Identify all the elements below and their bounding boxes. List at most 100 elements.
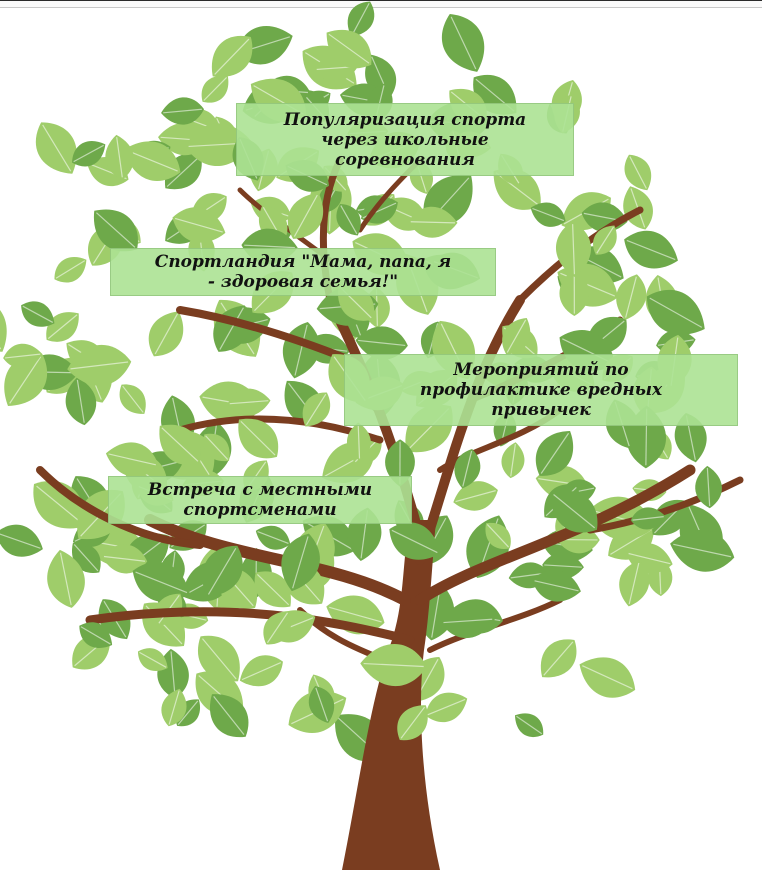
leaf-vein: [329, 606, 382, 623]
leaf-vein: [315, 687, 329, 722]
leaf-vein: [116, 137, 123, 178]
leaf-vein: [506, 319, 527, 353]
leaf-vein: [73, 544, 99, 572]
leaf-vein: [328, 33, 370, 64]
leaf-vein: [219, 307, 244, 350]
leaf: [0, 524, 43, 557]
leaf-vein: [632, 515, 664, 521]
leaf-vein: [305, 393, 327, 426]
label-sportlandia: Спортландия "Мама, папа, я - здоровая се…: [110, 248, 496, 296]
leaf-vein: [229, 400, 269, 405]
branch: [586, 476, 744, 534]
leaf-vein: [455, 490, 496, 503]
leaf-vein: [544, 564, 582, 568]
leaf-vein: [294, 324, 308, 376]
leaf-vein: [122, 385, 144, 413]
leaf-vein: [649, 297, 703, 328]
leaf-vein: [201, 638, 237, 680]
top-border: [0, 0, 762, 8]
branch: [414, 464, 696, 606]
leaf-vein: [174, 217, 223, 233]
leaf-vein: [207, 548, 237, 595]
leaf-vein: [59, 552, 72, 606]
leaf-vein: [203, 77, 228, 101]
leaf-vein: [76, 379, 85, 423]
leaf-vein: [241, 662, 282, 681]
label-sports-promotion: Популяризация спорта через школьные соре…: [236, 103, 574, 176]
leaf-vein: [410, 221, 456, 224]
leaf-vein: [516, 715, 543, 735]
leaf-vein: [462, 450, 473, 487]
leaf-vein: [256, 574, 290, 606]
leaf-vein: [625, 276, 637, 318]
label-prevention-events: Мероприятий по профилактике вредных прив…: [344, 354, 738, 426]
leaf-vein: [363, 662, 424, 668]
leaf-vein: [108, 453, 156, 466]
leaf-vein: [510, 443, 516, 477]
leaf-vein: [257, 530, 289, 545]
label-athletes-meeting: Встреча с местными спортсменами: [108, 476, 412, 524]
leaf-vein: [572, 224, 576, 275]
leaf-vein: [443, 618, 493, 624]
leaf-vein: [626, 239, 676, 261]
leaf-vein: [36, 485, 84, 525]
leaf-vein: [582, 665, 633, 690]
leaf-vein: [706, 467, 711, 507]
branch: [144, 514, 411, 606]
leaf-vein: [293, 194, 318, 237]
leaf-vein: [628, 552, 671, 565]
leaf-vein: [170, 651, 176, 697]
leaf-vein: [628, 562, 640, 605]
leaf-vein: [80, 626, 111, 645]
leaf-vein: [427, 698, 466, 716]
leaf-vein: [673, 543, 732, 558]
leaf-vein: [9, 356, 42, 404]
leaf-vein: [543, 641, 574, 676]
leaf-vein: [292, 536, 309, 589]
leaf-vein: [214, 38, 250, 75]
leaf-vein: [266, 612, 289, 644]
leaf-vein: [168, 690, 180, 725]
branch: [85, 607, 415, 645]
leaf-vein: [486, 524, 509, 548]
leaf-vein: [154, 313, 179, 355]
leaf-vein: [450, 16, 477, 70]
trunk: [342, 520, 440, 870]
leaf-vein: [357, 424, 361, 459]
leaf-vein: [0, 533, 41, 549]
leaf-vein: [47, 314, 78, 340]
leaf-vein: [213, 695, 245, 735]
leaf-vein: [166, 156, 200, 188]
leaf-vein: [240, 420, 276, 456]
leaf-vein: [205, 435, 229, 460]
leaf-vein: [55, 260, 86, 279]
leaf-vein: [629, 156, 647, 189]
leaf-vein: [126, 149, 178, 172]
leaf-vein: [70, 361, 129, 370]
leaf-vein: [244, 244, 295, 249]
leaf-vein: [73, 144, 104, 163]
leaf-vein: [340, 205, 358, 235]
leaf-vein: [5, 353, 41, 359]
leaf-vein: [139, 651, 167, 668]
leaf-vein: [103, 555, 146, 562]
leaf-vein: [177, 700, 199, 725]
leaf-vein: [534, 580, 579, 592]
leaf-vein: [553, 494, 596, 529]
leaf-vein: [351, 2, 370, 36]
leaf-vein: [163, 108, 202, 114]
leaf-vein: [540, 432, 570, 474]
leaf-vein: [358, 339, 406, 347]
leaf-vein: [400, 706, 426, 739]
leaf-vein: [161, 427, 199, 462]
leaf-vein: [22, 305, 54, 323]
leaf-vein: [42, 124, 72, 172]
branch: [176, 306, 354, 364]
leaf-vein: [532, 207, 565, 222]
leaf-vein: [135, 571, 188, 594]
leaf-vein: [596, 226, 615, 254]
leaf-vein: [96, 212, 136, 248]
leaf-vein: [391, 529, 438, 554]
